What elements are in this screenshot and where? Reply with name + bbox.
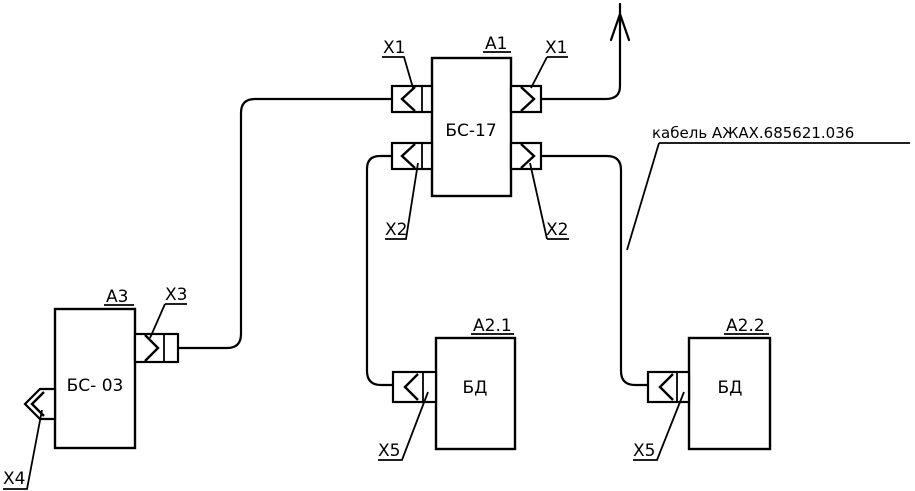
block-a1-name: БС-17	[445, 121, 496, 141]
label-a22-x5: X5	[633, 441, 655, 461]
connector-a22-x5	[646, 370, 691, 404]
wire-a1x1-to-output	[539, 12, 622, 101]
label-a1-x1-left: X1	[383, 38, 405, 58]
wire-a1x2-to-a21x5	[365, 154, 395, 387]
wire-a1x2-to-a22x5	[539, 154, 650, 387]
label-a1-x2-right: X2	[546, 220, 568, 240]
wires	[176, 12, 650, 387]
block-a22-name: БД	[718, 378, 743, 398]
leader-lines	[3, 51, 910, 490]
block-a3	[53, 307, 137, 450]
block-a21	[434, 336, 517, 451]
label-a21-x5: X5	[378, 441, 400, 461]
block-a3-name: БС- 03	[67, 376, 124, 396]
output-arrow-icon	[609, 2, 631, 42]
label-a3-x3: X3	[165, 285, 187, 305]
label-a1-x1-right: X1	[545, 38, 567, 58]
connector-a1-x1-right	[509, 84, 543, 114]
connector-a3-x3	[133, 332, 180, 364]
label-a1-x2-left: X2	[385, 220, 407, 240]
connector-a1-x2-right	[509, 141, 543, 171]
wire-a1x1-to-a3x3	[176, 97, 394, 350]
label-a3-x4: X4	[3, 469, 25, 489]
cable-label: кабель АЖАХ.685621.036	[652, 124, 854, 142]
connector-a1-x2-left	[390, 141, 434, 171]
block-a1	[430, 56, 513, 198]
block-a21-name: БД	[463, 378, 488, 398]
connector-a21-x5	[391, 370, 438, 404]
block-a22-ref: A2.2	[726, 316, 765, 336]
block-a3-ref: A3	[106, 287, 128, 307]
block-a21-ref: A2.1	[473, 316, 512, 336]
connector-a3-x4	[23, 387, 57, 421]
block-a1-ref: A1	[485, 34, 507, 54]
connector-a1-x1-left	[390, 84, 434, 114]
